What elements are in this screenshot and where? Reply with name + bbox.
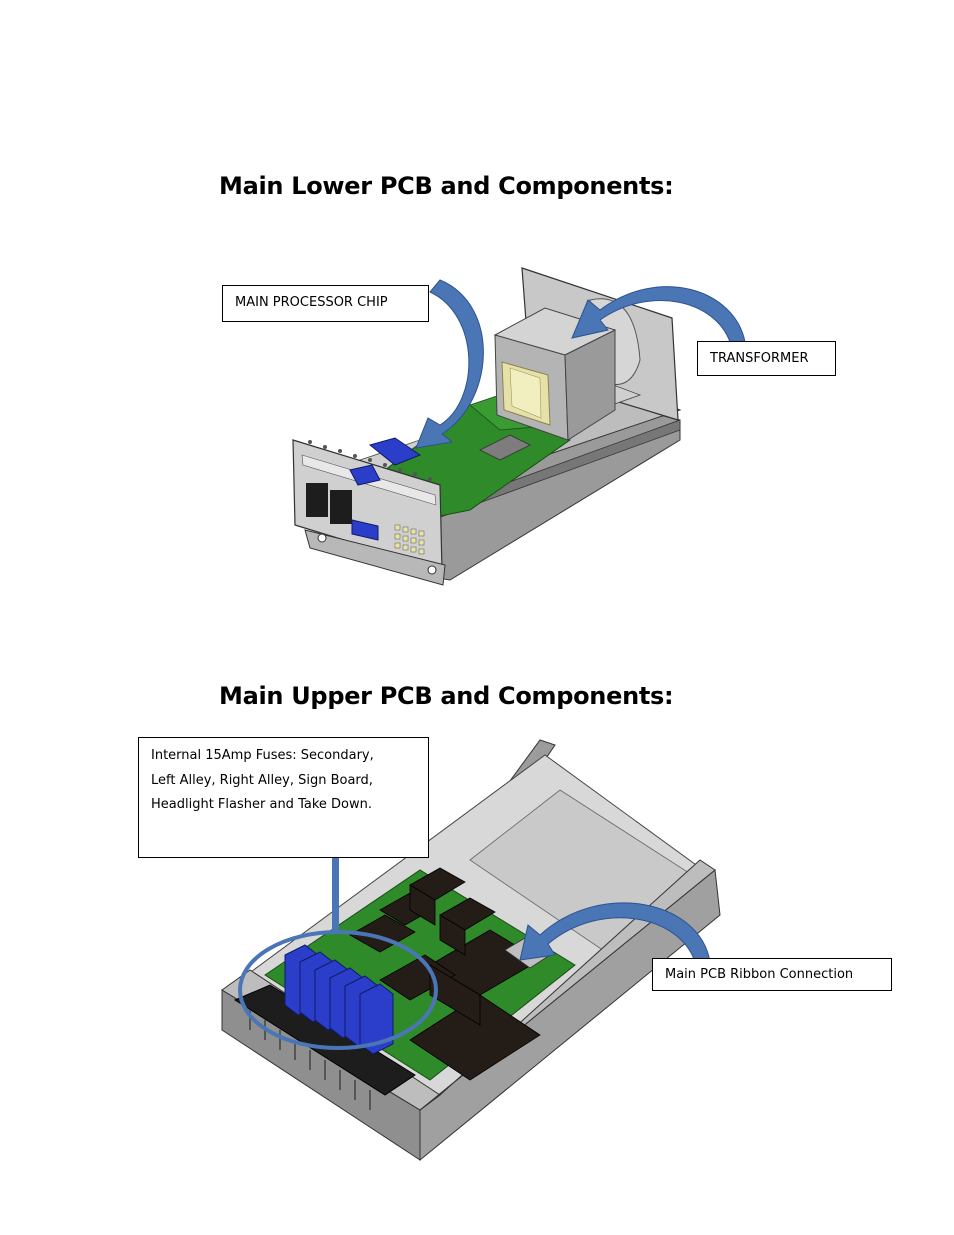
upper-pcb-illustration xyxy=(221,739,721,1162)
processor-chip-callout: MAIN PROCESSOR CHIP xyxy=(222,285,429,322)
fuses-callout-line-2: Left Alley, Right Alley, Sign Board, xyxy=(151,772,373,788)
lower-pcb-illustration xyxy=(292,267,746,586)
transformer-callout: TRANSFORMER xyxy=(697,341,836,376)
fuses-callout-line-1: Internal 15Amp Fuses: Secondary, xyxy=(151,748,374,763)
upper-pcb-figure xyxy=(0,735,954,1165)
ribbon-connection-callout: Main PCB Ribbon Connection xyxy=(652,958,892,991)
upper-pcb-heading: Main Upper PCB and Components: xyxy=(219,682,674,710)
lower-pcb-heading: Main Lower PCB and Components: xyxy=(219,172,674,200)
fuses-callout-line-3: Headlight Flasher and Take Down. xyxy=(151,797,372,812)
fuses-callout: Internal 15Amp Fuses: Secondary, Left Al… xyxy=(138,737,429,858)
lower-pcb-figure xyxy=(0,260,954,590)
